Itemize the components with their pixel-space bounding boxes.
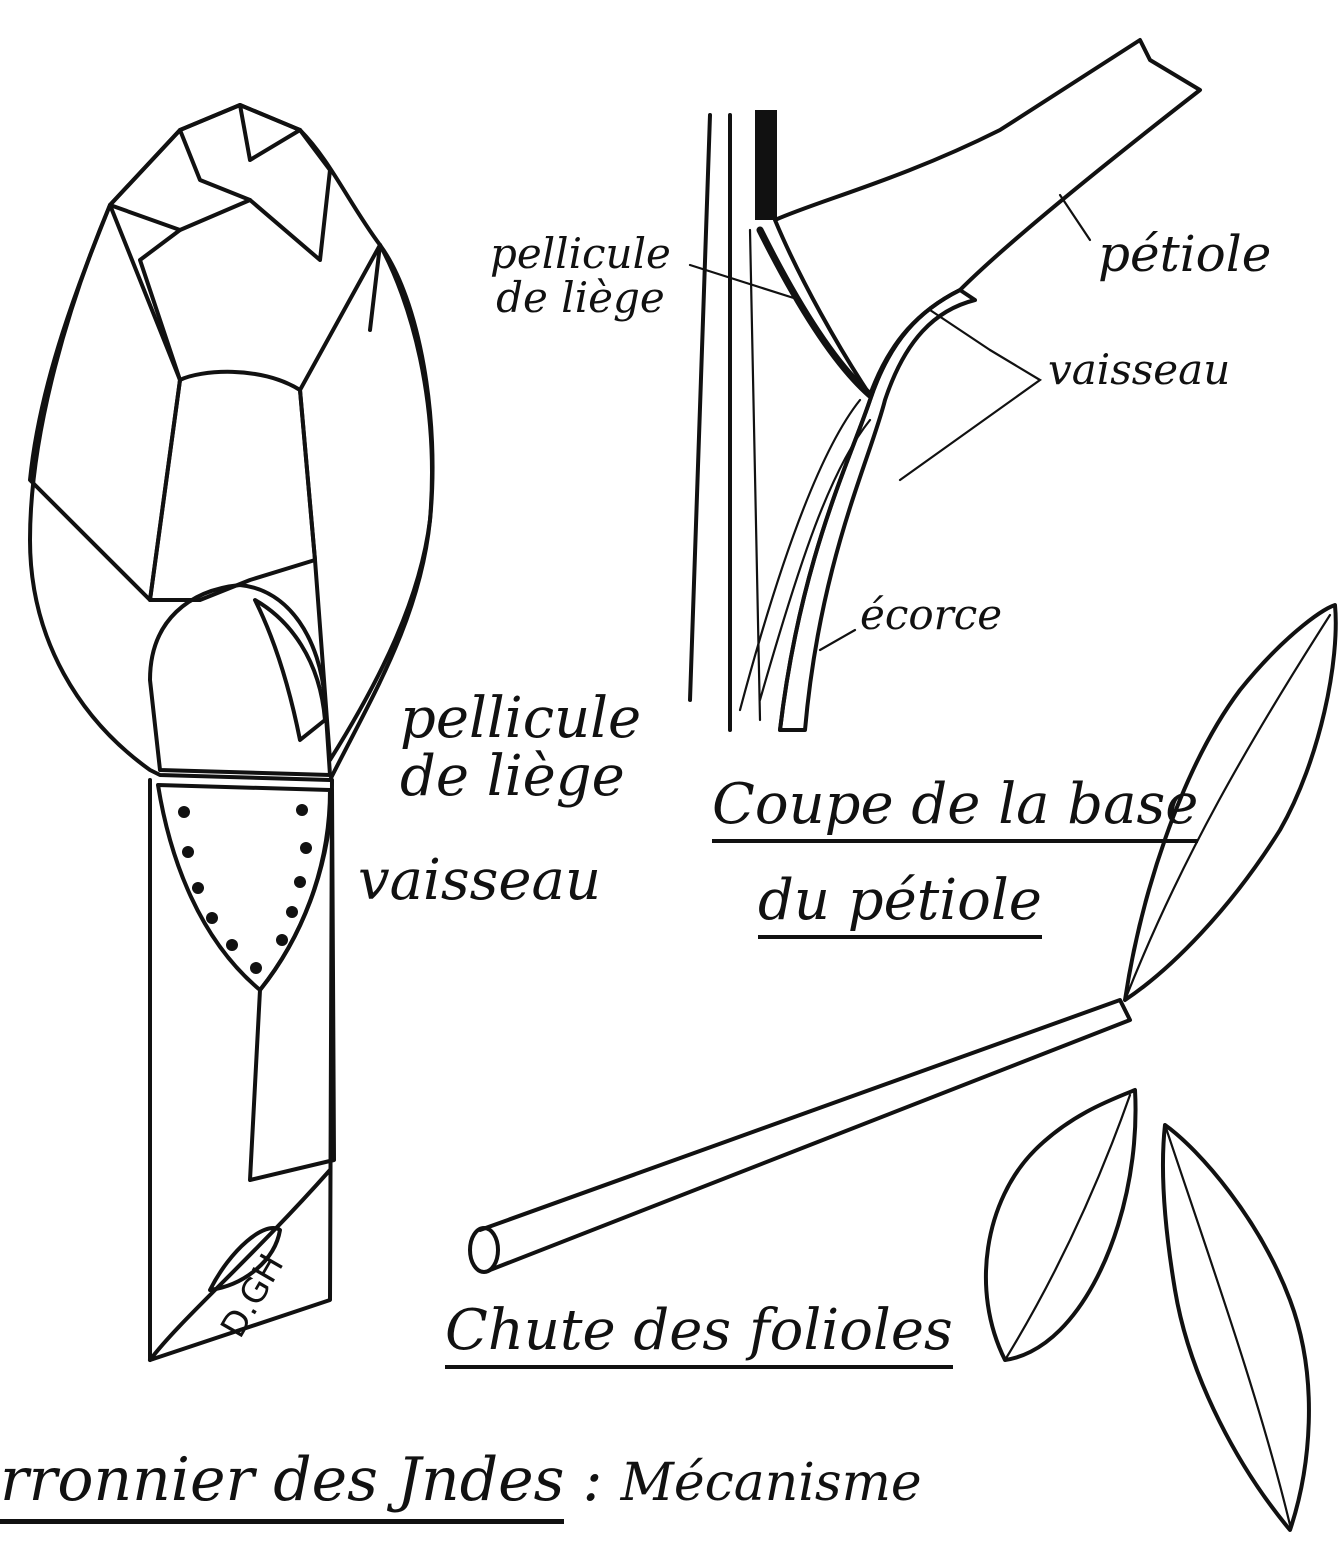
petiole-stick [480, 1000, 1130, 1270]
caption-line: rronnier des Jndes:Mécanisme [0, 1445, 922, 1515]
caption-main: rronnier des Jndes [0, 1445, 564, 1524]
bud-drawing [30, 105, 433, 1360]
label-petiole: pétiole [1098, 225, 1271, 283]
label-vessel-bottom: vaisseau [358, 848, 601, 913]
vessel-dots [178, 804, 312, 974]
label-vessel-top: vaisseau [1048, 345, 1230, 394]
leaflet-lower-left [986, 1090, 1136, 1360]
caption-tail: Mécanisme [621, 1453, 922, 1513]
caption-colon: : [582, 1445, 602, 1515]
label-cork-film-bottom: pellicule de liège [400, 690, 641, 806]
leaflet-fall-title: Chute des folioles [445, 1298, 953, 1369]
label-bark: écorce [860, 590, 1002, 639]
section-title-line2: du pétiole [758, 868, 1042, 939]
label-cork-film-top: pellicule de liège [490, 232, 671, 320]
section-title-line1: Coupe de la base [712, 772, 1198, 843]
